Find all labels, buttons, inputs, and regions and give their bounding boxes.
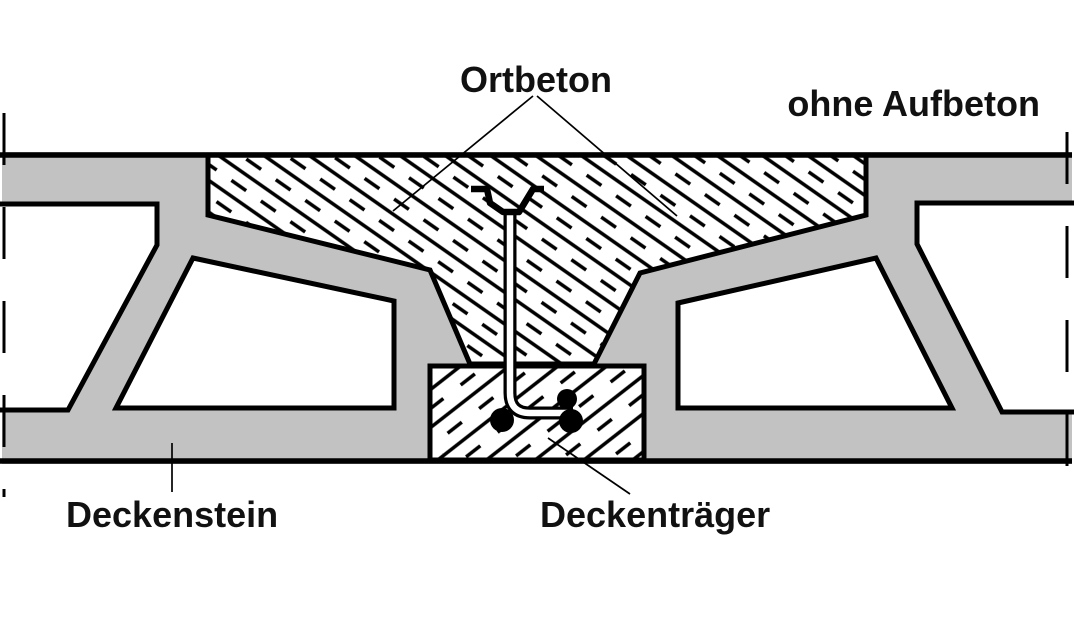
deckenstein-label: Deckenstein [66,494,278,535]
left-block-void [111,255,397,411]
rebar-dot-lower-right [559,409,583,433]
ohne-aufbeton-label: ohne Aufbeton [787,83,1040,124]
girder-top-chord [471,185,544,216]
deckentraeger-leader [547,437,631,495]
girder-stem-core [506,211,574,417]
rebar-dot-left [490,408,514,432]
ortbeton-leader-right [536,95,678,217]
rebar-dot-upper-right [557,389,577,409]
ortbeton-label: Ortbeton [460,59,612,100]
left-edge-block-void [0,201,160,413]
right-block-void [675,255,957,411]
deckentraeger-label: Deckenträger [540,494,770,535]
ortbeton-leader-left [392,95,534,212]
right-edge-block-void [914,200,1074,415]
